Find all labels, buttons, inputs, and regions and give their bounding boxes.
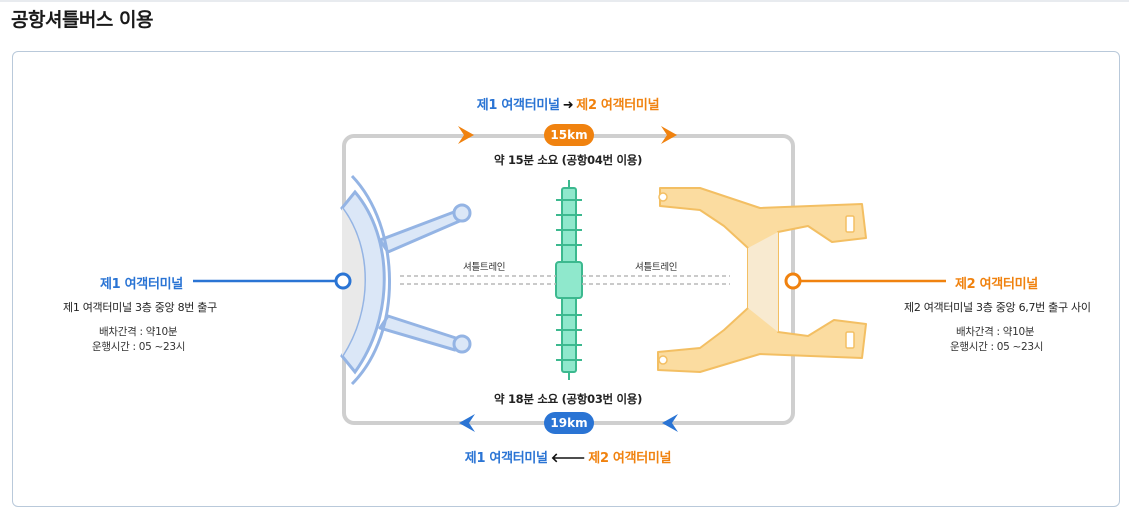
- arrow-right-icon: ➜: [562, 98, 574, 113]
- terminal2-interval: 배차간격 : 약10분: [956, 326, 1035, 338]
- outbound-distance-badge: 15km: [544, 124, 594, 146]
- inbound-from: 제1 여객터미널: [464, 451, 548, 466]
- terminal1-name: 제1 여객터미널: [100, 277, 183, 292]
- terminal1-exit: 제1 여객터미널 3층 중앙 8번 출구: [63, 301, 217, 314]
- top-divider: [0, 0, 1129, 2]
- terminal1-hours: 운행시간 : 05 ~23시: [92, 341, 186, 353]
- inbound-distance-badge: 19km: [544, 412, 594, 434]
- terminal2-stop-marker: [784, 272, 802, 290]
- terminal2-building-icon: [657, 187, 867, 373]
- terminal1-building-icon: [340, 174, 472, 386]
- outbound-duration: 약 15분 소요 (공항04번 이용): [493, 153, 643, 167]
- shuttle-train-label-right: 셔틀트레인: [635, 262, 678, 273]
- inbound-duration: 약 18분 소요 (공항03번 이용): [493, 392, 643, 406]
- outbound-to: 제2 여객터미널: [576, 98, 660, 113]
- inbound-route-title: 제1 여객터미널🡐제2 여객터미널: [464, 447, 672, 466]
- chevron-right-icon: [661, 126, 677, 144]
- terminal1-interval: 배차간격 : 약10분: [99, 326, 178, 338]
- chevron-left-icon: [662, 414, 678, 432]
- chevron-right-icon: [458, 126, 474, 144]
- terminal2-hours: 운행시간 : 05 ~23시: [950, 341, 1044, 353]
- terminal2-exit: 제2 여객터미널 3층 중앙 6,7번 출구 사이: [904, 301, 1091, 314]
- arrow-left-icon: 🡐: [550, 451, 586, 466]
- terminal1-stop-marker: [334, 272, 352, 290]
- terminal2-name: 제2 여객터미널: [955, 277, 1038, 292]
- inbound-to: 제2 여객터미널: [588, 451, 672, 466]
- concourse-building-icon: [555, 180, 583, 380]
- outbound-from: 제1 여객터미널: [476, 98, 560, 113]
- shuttle-train-label-left: 셔틀트레인: [463, 262, 506, 273]
- page-title: 공항셔틀버스 이용: [11, 9, 153, 31]
- outbound-route-title: 제1 여객터미널➜제2 여객터미널: [476, 94, 660, 113]
- shuttle-train-line: [400, 275, 730, 285]
- chevron-left-icon: [459, 414, 475, 432]
